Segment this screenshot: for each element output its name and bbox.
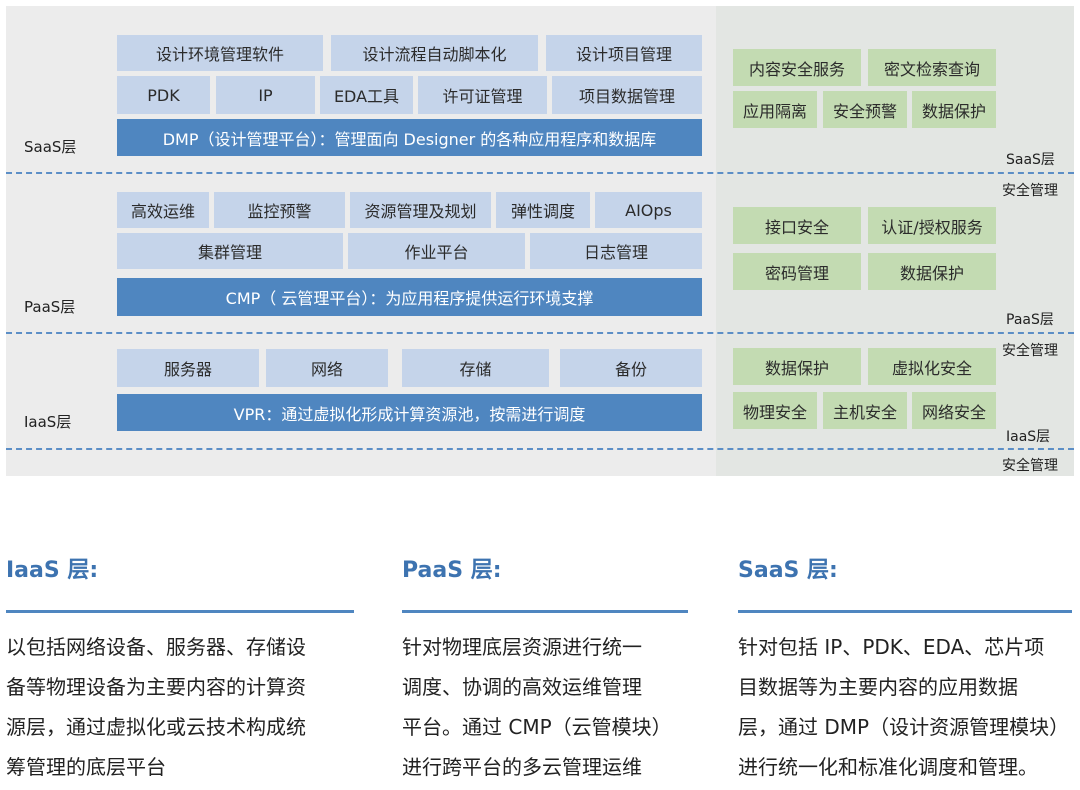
saas-column-title: SaaS 层: [738,558,838,583]
iaas-box: 网络 [266,349,388,387]
saas-box: IP [216,76,315,114]
paas-box: 弹性调度 [496,192,590,228]
iaas-column-text: 以包括网络设备、服务器、存储设 备等物理设备为主要内容的计算资 源层，通过虚拟化… [6,627,356,787]
paas-box: 高效运维 [117,192,209,228]
saas-divider [6,172,1074,174]
iaas-security-box: 网络安全 [912,392,996,429]
paas-box: 资源管理及规划 [350,192,491,228]
text-line: 层，通过 DMP（设计资源管理模块） [738,715,1070,739]
vpr-platform-box: VPR：通过虚拟化形成计算资源池，按需进行调度 [117,394,702,431]
saas-security-box: 安全预警 [823,91,907,128]
paas-security-box: 密码管理 [733,253,861,290]
saas-column-rule [738,610,1072,613]
iaas-layer-label: IaaS层 [24,413,72,431]
paas-column-rule [402,610,688,613]
text-line: 进行跨平台的多云管理运维 [402,755,642,779]
text-line: 目数据等为主要内容的应用数据 [738,675,1018,699]
text-line: 调度、协调的高效运维管理 [402,675,642,699]
cmp-platform-box: CMP（ 云管理平台）：为应用程序提供运行环境支撑 [117,278,702,316]
saas-security-label: SaaS层 [1006,152,1055,168]
saas-security-label: 安全管理 [1002,183,1058,199]
paas-column-text: 针对物理底层资源进行统一 调度、协调的高效运维管理 平台。通过 CMP（云管模块… [402,627,702,787]
paas-security-box: 接口安全 [733,207,861,244]
paas-column-title: PaaS 层: [402,558,502,583]
paas-divider [6,332,1074,334]
iaas-column-title: IaaS 层: [6,558,99,583]
iaas-security-label: IaaS层 [1006,429,1051,445]
iaas-security-label: 安全管理 [1002,458,1058,474]
paas-security-label: PaaS层 [1006,312,1054,328]
paas-layer-label: PaaS层 [24,298,76,316]
paas-security-label: 安全管理 [1002,343,1058,359]
text-line: 源层，通过虚拟化或云技术构成统 [6,715,306,739]
paas-box: 监控预警 [214,192,345,228]
saas-column-text: 针对包括 IP、PDK、EDA、芯片项 目数据等为主要内容的应用数据 层，通过 … [738,627,1078,787]
iaas-divider [6,448,1074,450]
saas-box: 设计项目管理 [546,35,702,71]
text-line: 平台。通过 CMP（云管模块） [402,715,672,739]
iaas-box: 服务器 [117,349,259,387]
saas-box: 项目数据管理 [552,76,702,114]
paas-box: 作业平台 [348,233,525,269]
saas-box: 设计环境管理软件 [117,35,323,71]
saas-security-box: 应用隔离 [733,91,817,128]
paas-box: AIOps [595,192,702,228]
iaas-box: 备份 [560,349,702,387]
saas-security-box: 内容安全服务 [733,49,861,86]
saas-box: 设计流程自动脚本化 [331,35,538,71]
text-line: 针对包括 IP、PDK、EDA、芯片项 [738,635,1045,659]
saas-layer-label: SaaS层 [24,138,77,156]
iaas-security-box: 数据保护 [733,348,861,385]
text-line: 进行统一化和标准化调度和管理。 [738,755,1038,779]
saas-box: PDK [117,76,210,114]
iaas-column-rule [6,610,354,613]
iaas-security-box: 物理安全 [733,392,817,429]
saas-box: EDA工具 [320,76,413,114]
text-line: 筹管理的底层平台 [6,755,166,779]
iaas-security-box: 主机安全 [823,392,907,429]
text-line: 备等物理设备为主要内容的计算资 [6,675,306,699]
iaas-box: 存储 [402,349,549,387]
text-line: 针对物理底层资源进行统一 [402,635,642,659]
paas-box: 日志管理 [530,233,702,269]
paas-security-box: 数据保护 [868,253,996,290]
dmp-platform-box: DMP（设计管理平台）：管理面向 Designer 的各种应用程序和数据库 [117,119,702,156]
paas-security-box: 认证/授权服务 [868,207,996,244]
text-line: 以包括网络设备、服务器、存储设 [6,635,306,659]
saas-security-box: 密文检索查询 [868,49,996,86]
saas-security-box: 数据保护 [912,91,996,128]
paas-box: 集群管理 [117,233,343,269]
architecture-diagram: 设计环境管理软件 设计流程自动脚本化 设计项目管理 PDK IP EDA工具 许… [6,6,1074,476]
iaas-security-box: 虚拟化安全 [868,348,996,385]
saas-box: 许可证管理 [418,76,547,114]
